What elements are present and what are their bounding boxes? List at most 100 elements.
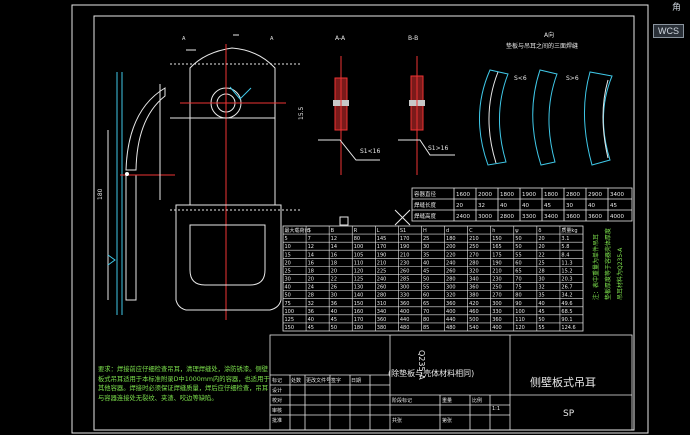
weld-table-header: 焊缝长度 bbox=[414, 201, 437, 209]
table-cell: 100 bbox=[354, 244, 364, 250]
table-cell: 60 bbox=[423, 293, 429, 299]
title-block-label: 更改文件号 bbox=[306, 377, 331, 384]
section-marker-a-left: A bbox=[182, 36, 186, 42]
table-cell: 50 bbox=[515, 244, 521, 250]
table-cell: 200 bbox=[446, 244, 456, 250]
title-block-label: 批准 bbox=[272, 417, 282, 424]
table-cell: 80 bbox=[354, 236, 360, 242]
main-table bbox=[282, 225, 584, 332]
table-cell: 260 bbox=[377, 285, 387, 291]
weld-table-cell: 1800 bbox=[544, 192, 558, 198]
table-cell: 540 bbox=[469, 325, 479, 331]
table-cell: 250 bbox=[492, 285, 502, 291]
table-cell: 55 bbox=[423, 285, 429, 291]
part-code: SP bbox=[563, 409, 575, 419]
table-cell: 220 bbox=[446, 252, 456, 258]
table-cell: 270 bbox=[492, 293, 502, 299]
table-cell: 125 bbox=[285, 317, 295, 323]
table-cell: 50 bbox=[515, 236, 521, 242]
weld-table-cell: 3000 bbox=[478, 214, 492, 220]
title-block-label: 第张 bbox=[442, 417, 452, 424]
table-cell: 170 bbox=[400, 236, 410, 242]
weld-table-cell: 32 bbox=[478, 203, 485, 209]
table-cell: 16 bbox=[308, 260, 314, 266]
table-cell: 120 bbox=[515, 325, 525, 331]
table-cell: 340 bbox=[469, 277, 479, 283]
table-cell: 105 bbox=[354, 252, 364, 258]
table-cell: 20 bbox=[538, 244, 544, 250]
svg-text:垫板厚度等于容器壳体厚度: 垫板厚度等于容器壳体厚度 bbox=[604, 228, 612, 300]
table-header-cell: 最大载荷(t) bbox=[285, 227, 311, 234]
table-cell: 190 bbox=[377, 252, 387, 258]
table-cell: 20 bbox=[285, 260, 291, 266]
table-cell: 15.2 bbox=[561, 268, 572, 274]
table-cell: 500 bbox=[469, 317, 479, 323]
table-cell: 110 bbox=[354, 260, 364, 266]
table-cell: 210 bbox=[377, 260, 387, 266]
table-cell: 30 bbox=[538, 277, 544, 283]
table-cell: 36 bbox=[308, 309, 314, 315]
table-cell: 380 bbox=[377, 325, 387, 331]
dim-s16a: S1<16 bbox=[360, 148, 380, 155]
table-header-cell: R bbox=[354, 228, 358, 234]
table-cell: 7 bbox=[308, 236, 311, 242]
table-cell: 330 bbox=[492, 309, 502, 315]
weld-table-cell: 3600 bbox=[588, 214, 602, 220]
svg-text:吊耳材料为Q235-A: 吊耳材料为Q235-A bbox=[616, 247, 624, 300]
table-cell: 160 bbox=[354, 309, 364, 315]
table-header-cell: C bbox=[469, 228, 473, 234]
table-cell: 80 bbox=[423, 317, 429, 323]
title-block-label: 重量 bbox=[442, 397, 452, 404]
table-cell: 3.1 bbox=[561, 236, 569, 242]
table-cell: 360 bbox=[400, 301, 410, 307]
table-cell: 165 bbox=[492, 244, 502, 250]
table-header-cell: S bbox=[308, 228, 311, 234]
table-cell: 50 bbox=[538, 317, 544, 323]
table-cell: 26.7 bbox=[561, 285, 572, 291]
title-block-label: 校对 bbox=[272, 397, 282, 404]
weld-table-cell: 3400 bbox=[544, 214, 558, 220]
wcs-view-button[interactable]: WCS bbox=[653, 24, 684, 38]
table-cell: 5 bbox=[285, 236, 288, 242]
table-cell: 90.1 bbox=[561, 317, 572, 323]
weld-table-cell: 2400 bbox=[456, 214, 470, 220]
title-block bbox=[269, 334, 633, 431]
table-cell: 12 bbox=[308, 244, 314, 250]
table-cell: 30 bbox=[285, 277, 291, 283]
weld-table-cell: 20 bbox=[456, 203, 463, 209]
table-cell: 190 bbox=[400, 244, 410, 250]
table-cell: 15 bbox=[285, 252, 291, 258]
table-cell: 20.3 bbox=[561, 277, 572, 283]
table-cell: 22 bbox=[331, 277, 337, 283]
table-cell: 45 bbox=[423, 268, 429, 274]
tech-notes: 要求：焊接前应仔细检查吊耳，清理焊缝处，涂防锈漆。侧壁板式吊耳适用于本标准附录D… bbox=[98, 366, 270, 402]
view-a-welds: A向 垫板与吊耳之间的三面焊缝 S<6 S>6 bbox=[479, 31, 613, 166]
table-cell: 22 bbox=[538, 252, 544, 258]
dim-s16b: S1>16 bbox=[428, 145, 448, 152]
table-header-cell: δ bbox=[538, 228, 541, 234]
weld-table-cell: 2900 bbox=[588, 192, 602, 198]
right-notes: 注：表中重量为单件吊耳 垫板厚度等于容器壳体厚度 吊耳材料为Q235-A bbox=[592, 228, 624, 300]
weld-table-cell: 40 bbox=[500, 203, 507, 209]
main-table-grid bbox=[283, 226, 583, 331]
table-cell: 170 bbox=[377, 244, 387, 250]
dim-s8: S>6 bbox=[566, 75, 579, 82]
table-cell: 70 bbox=[515, 277, 521, 283]
table-header-cell: ψ bbox=[515, 228, 519, 234]
table-cell: 480 bbox=[400, 325, 410, 331]
table-cell: 90 bbox=[515, 301, 521, 307]
table-cell: 85 bbox=[423, 325, 429, 331]
table-header-cell: d bbox=[446, 228, 449, 234]
table-cell: 260 bbox=[446, 268, 456, 274]
table-header-cell: 质量kg bbox=[561, 227, 577, 234]
table-cell: 300 bbox=[446, 285, 456, 291]
title-block-label: 签字 bbox=[331, 377, 341, 384]
view-a-title-2: 垫板与吊耳之间的三面焊缝 bbox=[506, 42, 578, 50]
corner-menu[interactable]: 角 bbox=[672, 2, 682, 12]
table-cell: 55 bbox=[515, 252, 521, 258]
title-block-label: 日期 bbox=[351, 378, 361, 384]
table-cell: 20 bbox=[331, 268, 337, 274]
table-header-cell: L bbox=[377, 228, 380, 234]
table-cell: 70 bbox=[423, 309, 429, 315]
